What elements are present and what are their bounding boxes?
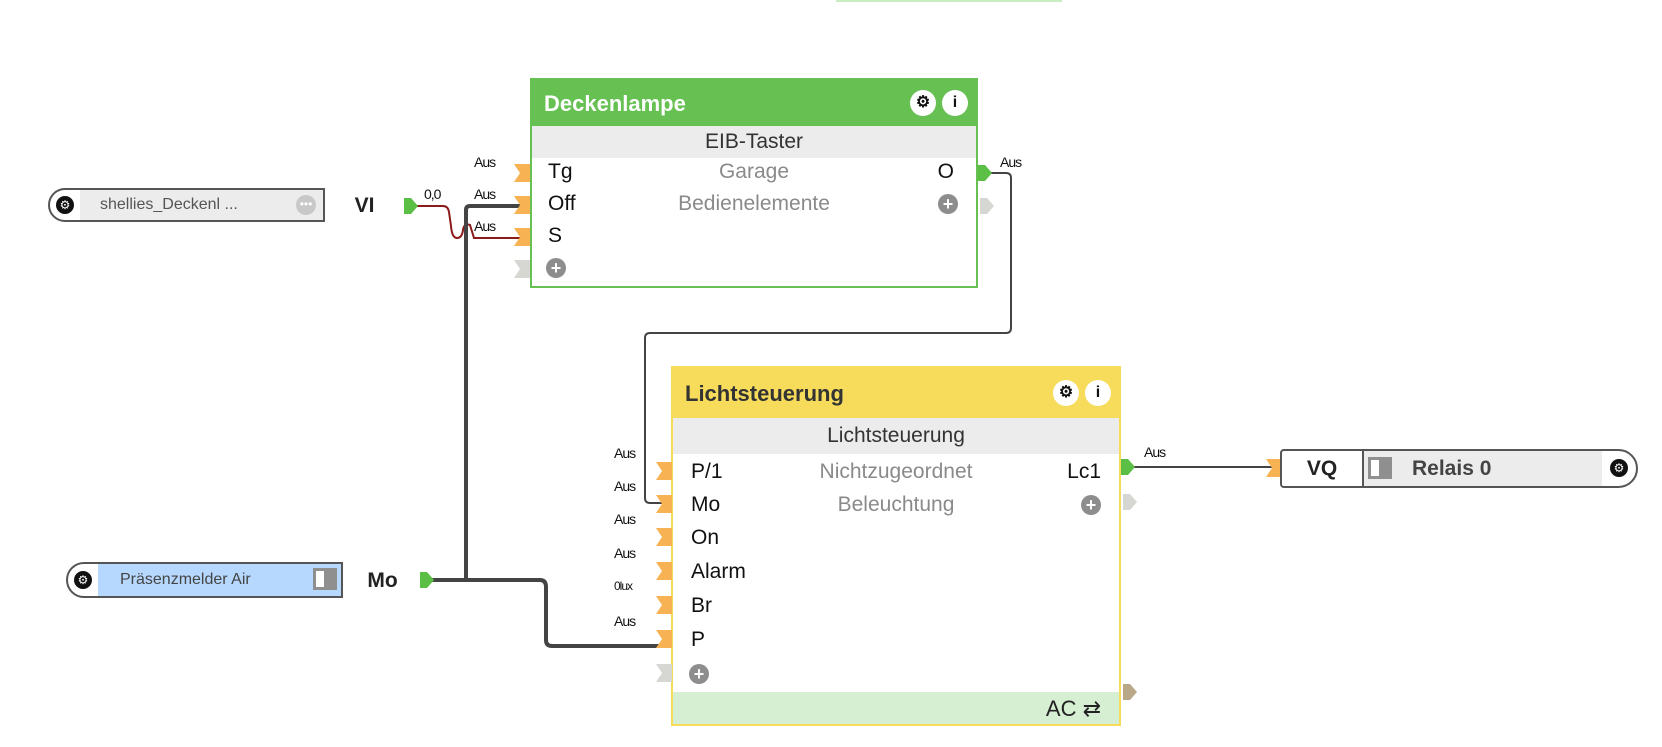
- input-port-empty[interactable]: [656, 664, 672, 682]
- input-label-off: Off: [548, 192, 576, 215]
- input-value-alarm: Aus: [614, 545, 636, 561]
- wire-shellies-to-s: [414, 205, 528, 240]
- toggle-icon[interactable]: [313, 568, 337, 590]
- input-port-br[interactable]: [656, 596, 672, 614]
- input-value-s: Aus: [474, 218, 496, 234]
- output-label-lc1: Lc1: [1067, 460, 1101, 483]
- block-location: Nichtzugeordnet: [819, 460, 973, 483]
- input-port-mo[interactable]: [656, 495, 672, 513]
- output-type: VQ: [1306, 457, 1338, 480]
- add-input-button[interactable]: +: [689, 664, 709, 684]
- input-value-mo: Aus: [614, 478, 636, 494]
- input-label-mo: Mo: [691, 493, 721, 516]
- add-input-button[interactable]: +: [546, 258, 566, 278]
- output-value-lc1: Aus: [1144, 444, 1166, 460]
- gear-icon[interactable]: ⚙: [1610, 459, 1628, 477]
- toggle-icon[interactable]: [1368, 457, 1392, 479]
- top-highlight-bar: [836, 0, 1062, 2]
- block-category: Beleuchtung: [837, 493, 955, 516]
- input-shellies[interactable]: ⚙ shellies_Deckenl ... ••• VI: [48, 188, 404, 222]
- gear-icon[interactable]: ⚙: [1053, 380, 1079, 406]
- gear-icon[interactable]: ⚙: [56, 196, 74, 214]
- shellies-value: 0,0: [424, 186, 441, 202]
- block-type: EIB-Taster: [532, 126, 976, 158]
- input-name: shellies_Deckenl ...: [100, 196, 238, 213]
- input-value-tg: Aus: [474, 154, 496, 170]
- input-port-p1[interactable]: [656, 462, 672, 480]
- footer-text: AC ⇄: [1045, 696, 1101, 721]
- output-name: Relais 0: [1412, 457, 1492, 480]
- block-type: Lichtsteuerung: [673, 418, 1119, 454]
- input-type: VI: [354, 194, 375, 217]
- input-label-tg: Tg: [548, 160, 573, 183]
- input-port-empty[interactable]: [514, 260, 530, 278]
- output-port-shellies[interactable]: [404, 198, 418, 214]
- block-title: Deckenlampe: [544, 91, 686, 116]
- block-lichtsteuerung[interactable]: Lichtsteuerung ⚙ i Lichtsteuerung P/1 Mo…: [671, 366, 1121, 726]
- input-value-p: Aus: [614, 613, 636, 629]
- input-value-on: Aus: [614, 511, 636, 527]
- input-port-p[interactable]: [656, 630, 672, 648]
- output-port-o[interactable]: [978, 165, 992, 181]
- input-type-box: [323, 188, 404, 222]
- block-deckenlampe[interactable]: Deckenlampe ⚙ i EIB-Taster Tg Off S + Ga…: [530, 78, 978, 288]
- output-value-o: Aus: [1000, 154, 1022, 170]
- block-header[interactable]: Deckenlampe ⚙ i: [532, 80, 976, 126]
- input-port-off[interactable]: [514, 196, 530, 214]
- input-name-area: [80, 190, 323, 220]
- output-name-area: [1362, 451, 1602, 486]
- gear-icon[interactable]: ⚙: [910, 90, 936, 116]
- output-port-praesenz[interactable]: [420, 572, 434, 588]
- add-output-button[interactable]: +: [938, 194, 958, 214]
- gear-icon[interactable]: ⚙: [74, 571, 92, 589]
- info-icon[interactable]: i: [942, 90, 968, 116]
- output-port-lc1[interactable]: [1121, 459, 1135, 475]
- input-port-s[interactable]: [514, 228, 530, 246]
- block-location: Garage: [718, 160, 790, 183]
- input-label-p1: P/1: [691, 460, 723, 483]
- input-praesenzmelder[interactable]: ⚙ Präsenzmelder Air Mo: [66, 562, 422, 598]
- block-title: Lichtsteuerung: [685, 381, 844, 406]
- input-port-alarm[interactable]: [656, 562, 672, 580]
- output-label-o: O: [937, 160, 954, 183]
- input-value-off: Aus: [474, 186, 496, 202]
- more-icon[interactable]: •••: [296, 195, 316, 215]
- input-type-box: [341, 562, 422, 598]
- block-header[interactable]: Lichtsteuerung ⚙ i: [673, 368, 1119, 418]
- output-port-empty[interactable]: [1123, 494, 1137, 510]
- input-label-on: On: [691, 526, 720, 549]
- output-port-ac[interactable]: [1123, 684, 1137, 700]
- input-port-on[interactable]: [656, 528, 672, 546]
- output-relais[interactable]: VQ Relais 0 ⚙: [1280, 449, 1638, 488]
- block-category: Bedienelemente: [678, 192, 830, 215]
- input-port-vq[interactable]: [1266, 459, 1282, 477]
- input-value-br: 0lux: [614, 579, 633, 593]
- input-label-br: Br: [691, 594, 712, 617]
- input-type: Mo: [367, 569, 398, 592]
- input-value-p1: Aus: [614, 445, 636, 461]
- output-port-empty[interactable]: [980, 198, 994, 214]
- input-label-alarm: Alarm: [691, 560, 746, 583]
- block-footer: AC ⇄: [673, 692, 1119, 724]
- info-icon[interactable]: i: [1085, 380, 1111, 406]
- input-port-tg[interactable]: [514, 164, 530, 182]
- input-name-area: [98, 564, 341, 596]
- input-name: Präsenzmelder Air: [120, 571, 251, 588]
- input-label-p: P: [691, 628, 706, 651]
- add-output-button[interactable]: +: [1081, 495, 1101, 515]
- input-label-s: S: [548, 224, 563, 247]
